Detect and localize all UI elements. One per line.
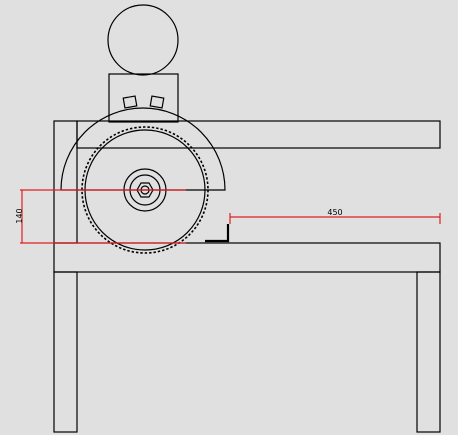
height-dimension: 140 xyxy=(15,189,186,244)
mount-bolt-left xyxy=(122,95,138,109)
motor xyxy=(107,4,179,76)
back-column xyxy=(53,120,78,244)
upper-arm xyxy=(76,120,441,149)
leg-right xyxy=(416,271,441,433)
leg-left xyxy=(53,271,78,433)
fence-bracket xyxy=(205,224,230,243)
motor-mount xyxy=(108,73,179,123)
blade-guard xyxy=(60,107,226,191)
mount-bolt-right xyxy=(149,95,165,109)
table-top xyxy=(53,242,441,273)
height-dim-label: 140 xyxy=(15,208,24,223)
length-dim-label: 450 xyxy=(327,208,342,217)
blade-teeth xyxy=(81,126,209,254)
length-dimension: 450 xyxy=(229,208,441,224)
